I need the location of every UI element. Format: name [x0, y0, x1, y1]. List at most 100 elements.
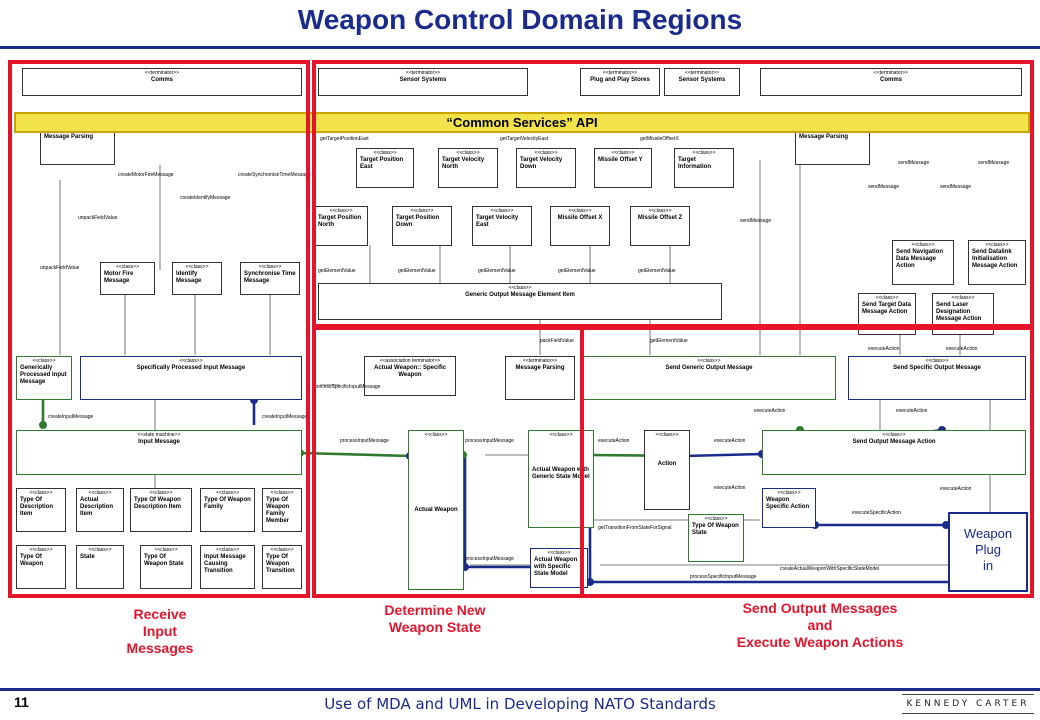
- op-send-message-4: sendMessage: [940, 184, 972, 190]
- terminator-plug-play: <<terminator>> Plug and Play Stores: [580, 68, 660, 96]
- op-execute-specific: executeSpecificAction: [852, 510, 901, 516]
- weapon-plugin-box: [948, 512, 1028, 592]
- op-execute-action-8: executeAction: [940, 486, 972, 492]
- target-velocity-down: <<class>> Target Velocity Down: [516, 148, 576, 188]
- op-execute-action-3: executeAction: [754, 408, 786, 414]
- missile-offset-y: <<class>> Missile Offset Y: [594, 148, 652, 188]
- missile-offset-z: <<class>> Missile Offset Z: [630, 206, 690, 246]
- op-get-element-1: getElementValue: [318, 268, 356, 274]
- op-process-input-1: processInputMessage: [340, 438, 389, 444]
- type-weapon-desc-item: <<class>> Type Of Weapon Description Ite…: [130, 488, 192, 532]
- footer-text: Use of MDA and UML in Developing NATO St…: [324, 695, 716, 713]
- op-execute-action-7: executeAction: [714, 485, 746, 491]
- missile-offset-x: <<class>> Missile Offset X: [550, 206, 610, 246]
- send-datalink-action: <<class>> Send Datalink Initialisation M…: [968, 240, 1026, 285]
- terminator-sensor-systems-1: <<terminator>> Sensor Systems: [318, 68, 528, 96]
- terminator-comms-left: <<terminator>> Comms: [22, 68, 302, 96]
- op-send-message-3: sendMessage: [868, 184, 900, 190]
- region-determine-state: [312, 326, 584, 598]
- identify-message: <<class>> Identify Message: [172, 262, 222, 295]
- sync-time-message: <<class>> Synchronise Time Message: [240, 262, 300, 295]
- type-desc-item: <<class>> Type Of Description Item: [16, 488, 66, 532]
- op-execute-action-2: executeAction: [714, 438, 746, 444]
- op-send-message-2: sendMessage: [978, 160, 1010, 166]
- region-top-right: [312, 60, 1034, 328]
- message-parsing-left-label: Message Parsing: [44, 134, 94, 140]
- slide-title: Weapon Control Domain Regions: [297, 4, 743, 35]
- generically-processed-label: Generically Processed Input Message: [20, 365, 67, 385]
- actual-weapon-specific-terminator: <<association terminator>> Actual Weapon…: [364, 356, 456, 396]
- op-create-input-1: createInputMessage: [48, 414, 94, 420]
- determine-state-label: Determine New Weapon State: [384, 602, 486, 635]
- region-receive-input: [8, 60, 310, 598]
- specifically-processed-label: Specifically Processed Input Message: [136, 365, 246, 371]
- actual-desc-item: <<class>> Actual Description Item: [76, 488, 124, 532]
- receive-input-label: Receive Input Messages: [126, 606, 194, 656]
- input-message-state-machine: <<state machine>> Input Message: [16, 430, 302, 475]
- terminator-comms-right: <<terminator>> Comms: [760, 68, 1022, 96]
- op-create-actual: createActualWeaponWithSpecificStateModel: [780, 566, 880, 572]
- op-create-sync: createSynchroniseTimeMessage: [238, 172, 311, 178]
- type-weapon-state-left: <<class>> Type Of Weapon State: [140, 545, 192, 589]
- motor-fire-message: <<class>> Motor Fire Message: [100, 262, 155, 295]
- title-rule: [0, 46, 1040, 49]
- op-get-element-2: getElementValue: [398, 268, 436, 274]
- op-get-element-3: getElementValue: [478, 268, 516, 274]
- slide-number: 11: [14, 694, 29, 710]
- actual-weapon-specific-sm: <<class>> Actual Weapon with Specific St…: [530, 548, 588, 588]
- motor-fire-label: Motor Fire Message: [104, 271, 134, 284]
- op-unpack-field-2: unpackFieldValue: [40, 265, 80, 271]
- op-create-identify: createIdentifyMessage: [180, 195, 231, 201]
- generically-processed-input: <<class>> Generically Processed Input Me…: [16, 356, 72, 400]
- actual-weapon: <<class>> Actual Weapon: [408, 430, 464, 590]
- weapon-plugin-label: Weapon Plug in: [963, 526, 1013, 573]
- type-of-weapon: <<class>> Type Of Weapon: [16, 545, 66, 589]
- target-position-north: <<class>> Target Position North: [314, 206, 368, 246]
- op-get-element-6: getElementValue: [650, 338, 688, 344]
- op-execute-action-1: executeAction: [598, 438, 630, 444]
- identify-label: Identify Message: [176, 271, 202, 284]
- op-get-element-5: getElementValue: [638, 268, 676, 274]
- message-parsing-middle: <<terminator>> Message Parsing: [505, 356, 575, 400]
- send-output-message-action: <<class>> Send Output Message Action: [762, 430, 1026, 475]
- target-position-east: <<class>> Target Position East: [356, 148, 414, 188]
- op-create-motor: createMotorFireMessage: [118, 172, 174, 178]
- op-get-transition: getTransitionFromStateForSignal: [598, 525, 672, 531]
- common-services-api-label: “Common Services” API: [446, 115, 598, 130]
- region-send-output: [580, 326, 1034, 598]
- op-send-message-5: sendMessage: [740, 218, 772, 224]
- type-weapon-family-member: <<class>> Type Of Weapon Family Member: [262, 488, 302, 532]
- op-execute-action-5: executeAction: [868, 346, 900, 352]
- specifically-processed-input: <<class>> Specifically Processed Input M…: [80, 356, 302, 400]
- op-execute-action-4: executeAction: [896, 408, 928, 414]
- footer-rule: [0, 688, 1040, 691]
- target-information: <<class>> Target Information: [674, 148, 734, 188]
- type-weapon-state-middle: <<class>> Type Of Weapon State: [688, 514, 744, 562]
- target-position-down: <<class>> Target Position Down: [392, 206, 452, 246]
- input-msg-causing-transition: <<class>> Input Message Causing Transiti…: [200, 545, 255, 589]
- send-output-label: Send Output Messages and Execute Weapon …: [736, 600, 904, 650]
- op-create-input-2: createInputMessage: [262, 414, 308, 420]
- action: <<class>> Action: [644, 430, 690, 510]
- type-weapon-transition: <<class>> Type Of Weapon Transition: [262, 545, 302, 589]
- generic-output-element-item: <<class>> Generic Output Message Element…: [318, 283, 722, 320]
- op-process-input-2: processInputMessage: [465, 438, 514, 444]
- op-get-offset: getMissileOffsetX: [640, 136, 679, 142]
- op-process-input-3: processInputMessage: [465, 556, 514, 562]
- target-velocity-north: <<class>> Target Velocity North: [438, 148, 498, 188]
- input-message-label: Input Message: [138, 439, 180, 445]
- type-weapon-family: <<class>> Type Of Weapon Family: [200, 488, 255, 532]
- op-execute-action-6: executeAction: [946, 346, 978, 352]
- kennedy-carter-logo: KENNEDY CARTER: [902, 694, 1034, 714]
- comms-left-label: Comms: [150, 77, 173, 83]
- sync-time-label: Synchronise Time Message: [244, 271, 296, 284]
- send-generic-output-message: <<class>> Send Generic Output Message: [582, 356, 836, 400]
- op-send-message-1: sendMessage: [898, 160, 930, 166]
- state: <<class>> State: [76, 545, 124, 589]
- send-specific-output-message: <<class>> Send Specific Output Message: [848, 356, 1026, 400]
- op-get-target-position: getTargetPositionEast: [320, 136, 369, 142]
- op-unpack-field-1: unpackFieldValue: [78, 215, 118, 221]
- op-pack-field-2: packFieldValue: [540, 338, 574, 344]
- weapon-specific-action: <<class>> Weapon Specific Action: [762, 488, 816, 528]
- terminator-sensor-systems-2: <<terminator>> Sensor Systems: [664, 68, 740, 96]
